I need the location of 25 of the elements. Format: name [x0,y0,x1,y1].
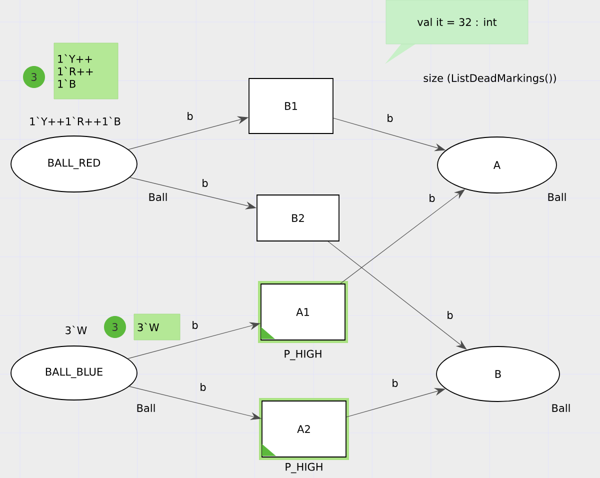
initial-marking: 1`Y++1`R++1`B [30,116,120,126]
place-type-label: Ball [137,404,155,412]
arc-label: b [388,114,393,122]
transition-box: B2 [256,194,340,242]
priority-label: P_HIGH [284,350,322,360]
arc-label: b [202,178,208,188]
arc-arrow [328,241,467,350]
place-type-label: Ball [149,192,167,202]
arc-label: b [448,310,453,320]
transition-box: B1 [248,78,334,134]
arc-label: b [200,382,206,392]
arc-label: b [192,320,198,330]
arc-label: b [188,112,193,120]
enabled-transition-box: A1 [258,281,348,343]
initial-marking: 3`W [66,326,87,334]
enabled-transition-box: A2 [259,398,349,460]
marking-box: 1`Y++ 1`R++ 1`B [54,42,118,100]
priority-label: P_HIGH [286,462,322,474]
place-type-label: Ball [548,192,566,202]
query-text: size (ListDeadMarkings()) [424,74,556,84]
place-type-label: Ball [552,404,570,412]
marking-box: 3`W [134,314,180,340]
callout-bubble: val it = 32 : int [385,0,528,64]
arc-label: b [430,194,435,202]
arc-label: b [392,378,398,388]
